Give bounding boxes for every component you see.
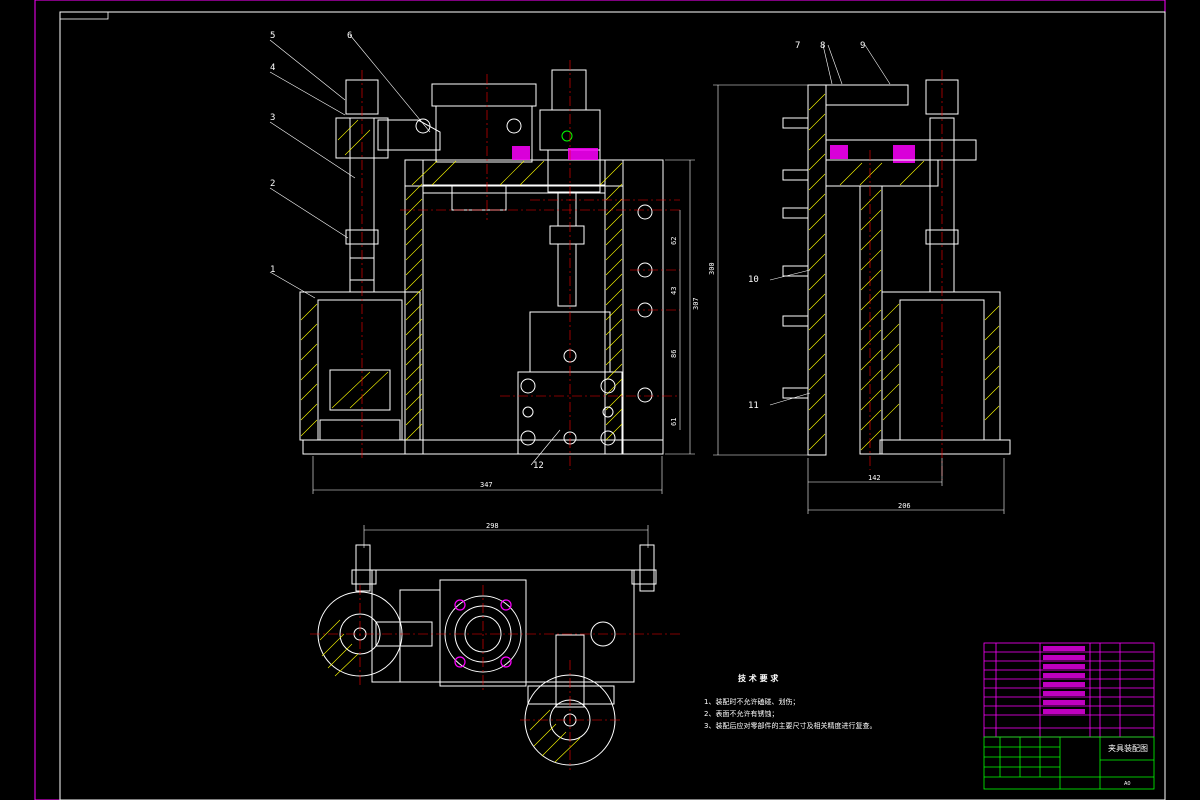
dim-side-height: 300 [708, 262, 716, 275]
part-label-11: 11 [748, 401, 759, 411]
plan-hatch [319, 619, 581, 763]
corner-code-box [59, 11, 109, 20]
plan-centerlines [310, 585, 680, 770]
dim-front-v2: 43 [670, 287, 678, 295]
tech-req-item-1: 1、装配时不允许磕碰、划伤； [704, 697, 799, 706]
part-label-7: 7 [795, 41, 800, 51]
tech-req-item-3: 3、装配后应对零部件的主要尺寸及相关精度进行复查。 [704, 721, 876, 730]
front-centerlines [361, 60, 680, 470]
part-label-5: 5 [270, 31, 275, 41]
dim-front-v1: 62 [670, 237, 678, 245]
dim-plan-width: 298 [486, 522, 499, 530]
part-label-1: 1 [270, 265, 275, 275]
part-label-6: 6 [347, 31, 352, 41]
front-leaders [269, 34, 561, 466]
part-label-2: 2 [270, 179, 275, 189]
side-hatching [808, 93, 1000, 451]
plan-bolts [454, 599, 512, 668]
dim-side-w1: 142 [868, 474, 881, 482]
front-hatching [300, 119, 623, 441]
dim-front-v4: 61 [670, 418, 678, 426]
part-label-4: 4 [270, 63, 275, 73]
dim-front-width: 347 [480, 481, 493, 489]
part-label-3: 3 [270, 113, 275, 123]
title-block-lower [983, 736, 1155, 790]
tech-req-title: 技 术 要 求 [738, 673, 779, 683]
part-label-8: 8 [820, 41, 825, 51]
dim-front-v3: 86 [670, 350, 678, 358]
dim-front-height: 307 [692, 297, 700, 310]
dim-side-w2: 206 [898, 502, 911, 510]
side-view [782, 79, 1011, 456]
side-dimensions [713, 44, 1005, 514]
part-label-12: 12 [533, 461, 544, 471]
title-block-fill [1043, 646, 1085, 714]
tech-req-item-2: 2、表面不允许有锈蚀； [704, 709, 778, 718]
plan-view [317, 544, 657, 766]
part-label-10: 10 [748, 275, 759, 285]
title-block-sheet: A0 [1124, 781, 1131, 787]
inner-frame [59, 11, 1166, 800]
front-view [299, 69, 664, 455]
side-centerlines [869, 70, 943, 480]
title-block-name: 夹具装配图 [1108, 743, 1148, 753]
plan-dimension [363, 525, 649, 548]
magenta-parts [512, 145, 915, 163]
part-label-9: 9 [860, 41, 865, 51]
front-dimensions [312, 159, 695, 494]
